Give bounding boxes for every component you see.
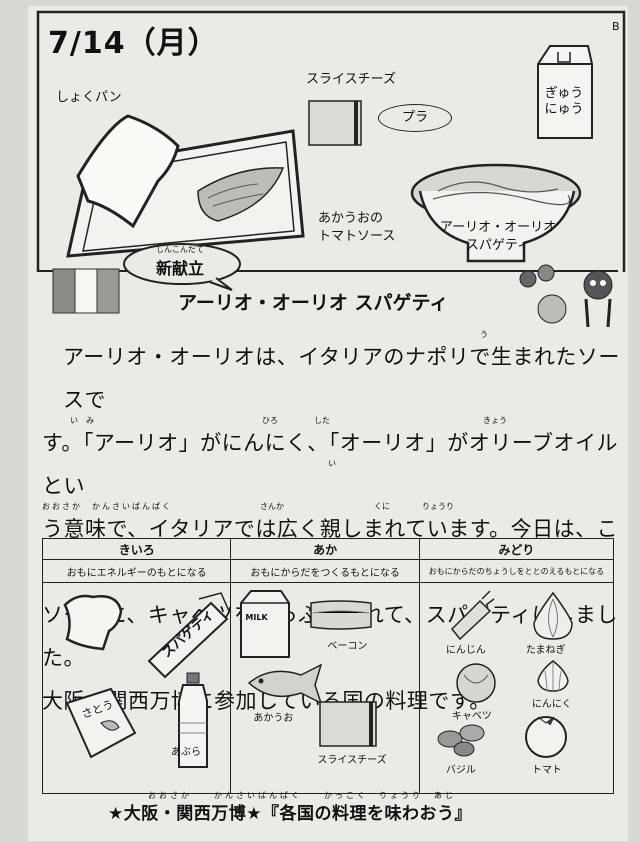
- food-cheese: スライスチーズ: [317, 755, 387, 766]
- pasta-bowl-label: アーリオ・オーリオ スパゲティ: [439, 220, 557, 253]
- ruby-shita: した: [314, 416, 330, 425]
- new-menu-ruby: しんこんだて: [156, 245, 204, 254]
- food-carrot: にんじん: [445, 645, 486, 656]
- garlic-character-icon: [519, 264, 613, 328]
- food-bacon: ベーコン: [327, 641, 368, 652]
- group-green-desc: おもにからだのちょうしをととのえるもとになる: [418, 559, 615, 583]
- footer-slogan: ★大阪・関西万博★『各国の料理を味わおう』: [108, 804, 472, 824]
- footer-ruby: おおさか かんさいばんぱく かっこく りょうり あじ: [148, 791, 456, 800]
- ruby-umareta: う: [480, 330, 488, 339]
- cabbage-icon: [456, 663, 496, 703]
- group-red-name: あか: [230, 538, 420, 560]
- food-basil: バジル: [445, 765, 476, 776]
- ruby-osaka: おおさか かんさいばんぱく: [42, 502, 172, 511]
- body-line-2: す。「アーリオ」がにんにく、「オーリオ」がオリーブオイルとい: [42, 431, 618, 498]
- food-group-table: きいろ あか みどり おもにエネルギーのもとになる おもにからだをつくるもとにな…: [41, 538, 615, 794]
- group-red-foods: MILK ベーコン あかうお スライスチーズ: [230, 582, 420, 794]
- pasta-bowl-icon: [410, 163, 582, 263]
- cheese-slice-icon: [308, 100, 362, 146]
- food-cabbage: キャベツ: [451, 711, 492, 722]
- milk-label: ぎゅう にゅう: [544, 86, 584, 117]
- ruby-hiro: ひろ: [262, 416, 278, 425]
- garlic-icon: [537, 660, 569, 692]
- cheese-slice-group-icon: [319, 701, 378, 747]
- group-green-foods: にんじん たまねぎ キャベツ にんにく: [418, 582, 615, 794]
- sugar-bag-icon: [65, 687, 137, 759]
- corner-letter: B: [612, 20, 620, 33]
- body-line-1: アーリオ・オーリオは、イタリアのナポリで生まれたソースで: [63, 345, 620, 412]
- bread-label: しょくパン: [56, 90, 122, 105]
- pla-bubble: プラ: [378, 104, 452, 132]
- basil-icon: [437, 724, 485, 757]
- article-title: アーリオ・オーリオ スパゲティ: [178, 292, 449, 314]
- group-green-name: みどり: [418, 538, 615, 560]
- food-onion: たまねぎ: [525, 645, 566, 656]
- ruby-kyou: きょう: [483, 416, 507, 425]
- fish-icon: [248, 663, 323, 705]
- carrot-icon: [450, 590, 495, 641]
- cheese-label: スライスチーズ: [306, 72, 396, 87]
- milk-box-icon: [240, 590, 291, 658]
- menu-date: 7/14（月）: [48, 26, 219, 61]
- italy-flag-icon: [52, 268, 120, 314]
- onion-icon: [533, 591, 573, 640]
- tomato-icon: [524, 716, 567, 758]
- new-menu-label: 新献立: [156, 259, 205, 278]
- bacon-icon: [310, 600, 373, 630]
- ruby-ireta: い: [328, 459, 336, 468]
- milk-carton-icon: [537, 45, 593, 139]
- pasta-pack-icon: [147, 592, 230, 679]
- menu-sheet: 7/14（月） B しょくパン スライスチーズ プラ ぎゅう にゅう あかうおの…: [28, 6, 628, 841]
- new-menu-bubble-icon: [123, 243, 241, 291]
- group-yellow-desc: おもにエネルギーのもとになる: [41, 559, 232, 583]
- group-red-desc: おもにからだをつくるもとになる: [230, 559, 420, 583]
- food-oil: あぶら: [171, 747, 201, 758]
- food-garlic: にんにく: [531, 699, 572, 710]
- milk-box-label: MILK: [245, 613, 268, 622]
- food-tomato: トマト: [531, 765, 562, 776]
- ruby-ryouri: りょうり: [422, 502, 454, 511]
- tray-illustration: [66, 114, 305, 258]
- fish-sauce-label: あかうおの トマトソース: [318, 211, 396, 244]
- group-yellow-name: きいろ: [41, 538, 232, 560]
- group-yellow-foods: スパゲティ さとう あぶら: [41, 582, 232, 794]
- bread-slice-icon: [63, 594, 123, 651]
- ruby-imi: い み: [70, 416, 94, 425]
- ruby-kuni: くに: [374, 502, 390, 511]
- oil-bottle-icon: [178, 672, 208, 768]
- ruby-sanka: さんか: [260, 502, 284, 511]
- section-divider: [38, 270, 618, 272]
- food-redfish: あかうお: [253, 713, 294, 724]
- top-frame: [36, 10, 626, 272]
